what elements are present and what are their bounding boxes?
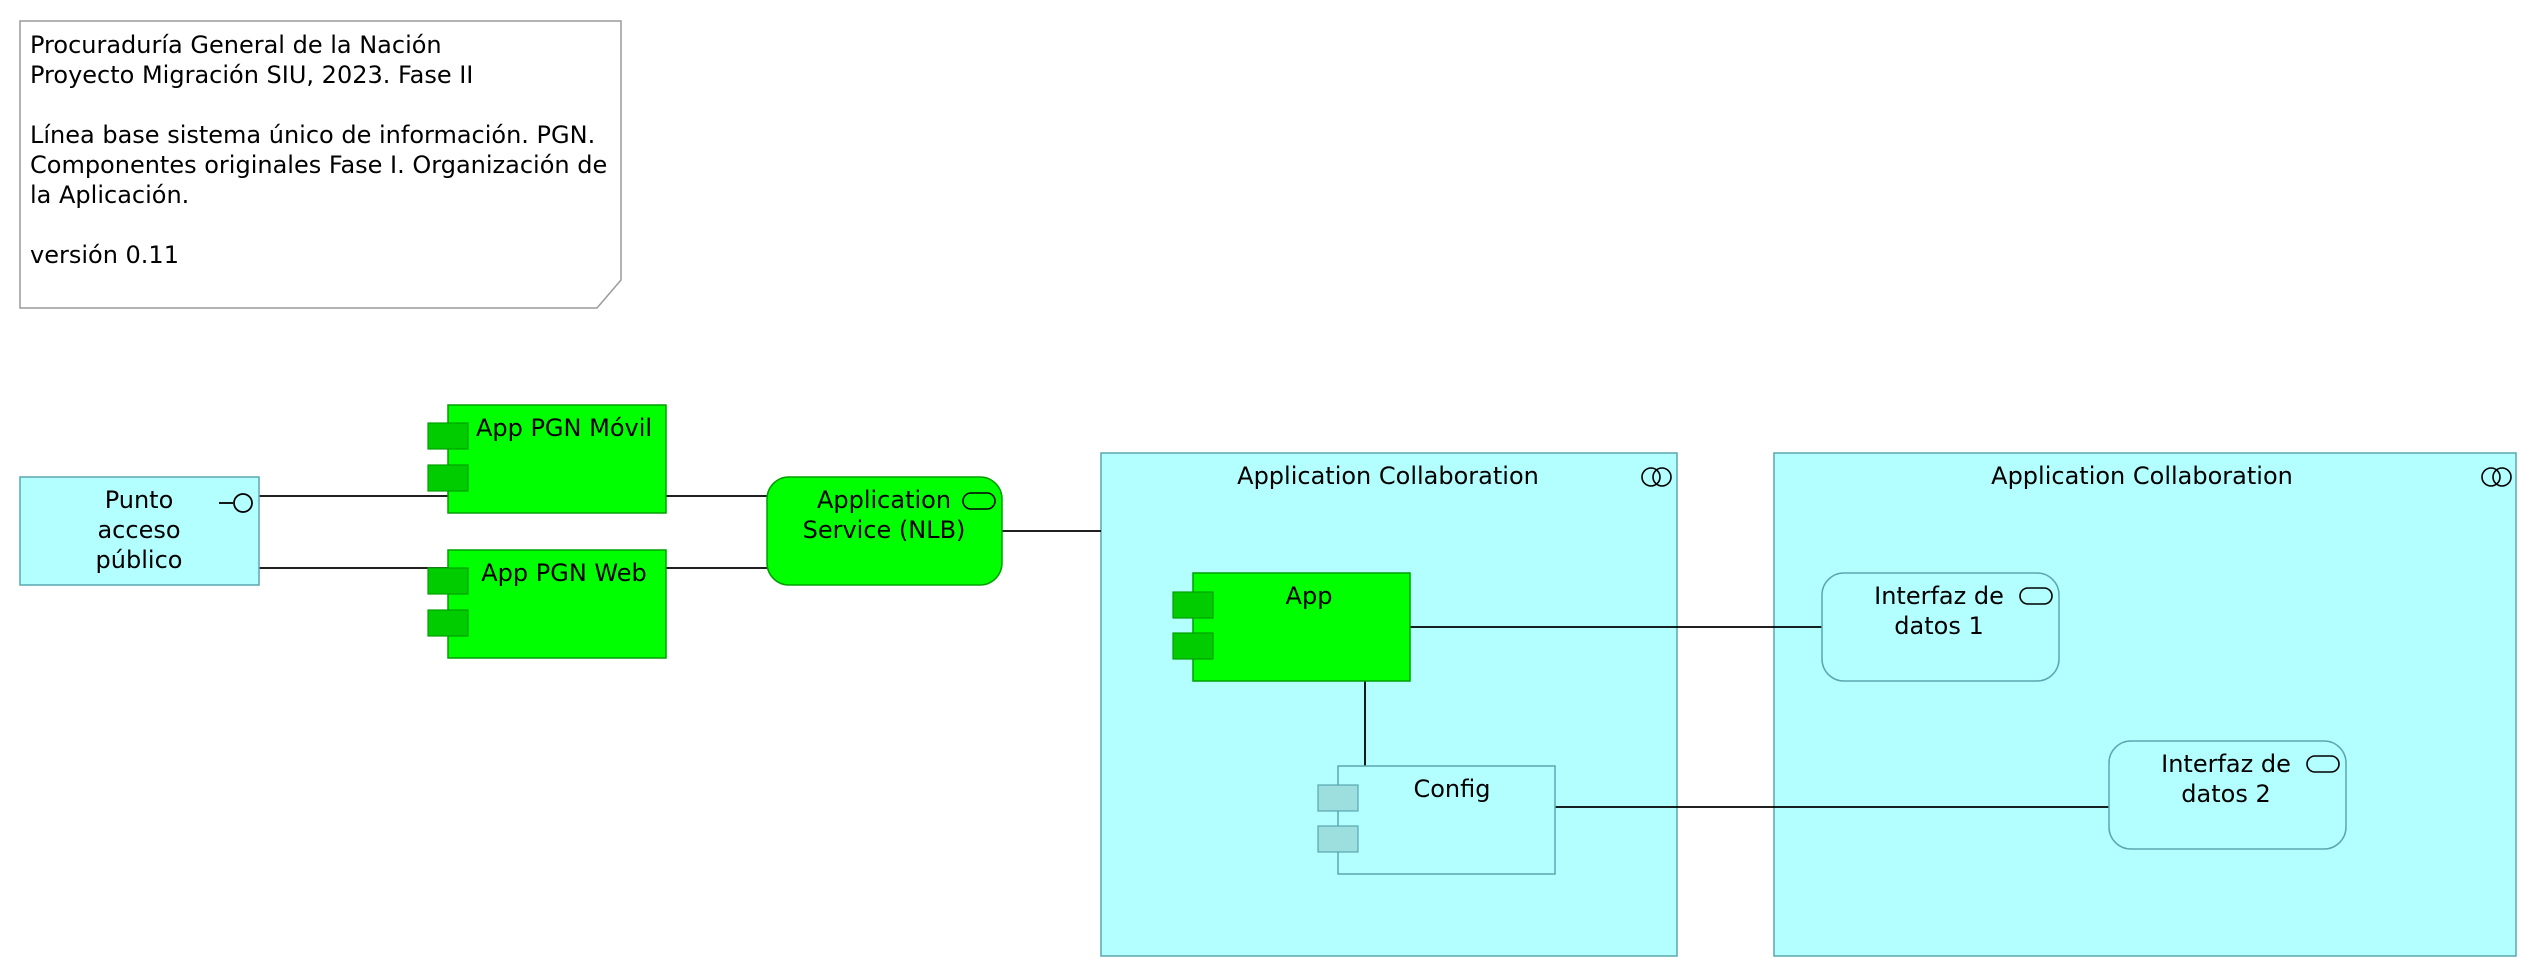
app-label: App [1286,582,1333,610]
punto-acceso-node[interactable]: Punto acceso público [19,476,260,586]
note-line: Línea base sistema único de información.… [30,121,595,149]
punto-acceso-label: público [96,546,183,574]
app-node[interactable]: App [1172,572,1411,682]
interfaz-datos-2-node[interactable]: Interfaz de datos 2 [2108,740,2347,850]
punto-acceso-label: acceso [97,516,180,544]
collaboration-icon [2481,467,2512,487]
note-line: versión 0.11 [30,241,179,269]
component-icon [427,567,469,637]
component-icon [1172,591,1214,660]
application-service-label: Application [817,486,951,514]
collab-left-node[interactable]: Application Collaboration [1100,452,1678,957]
interfaz-datos-2-label: Interfaz de [2161,750,2291,778]
application-service-label: Service (NLB) [803,516,966,544]
connections [259,495,2109,808]
note-line: Componentes originales Fase I. Organizac… [30,151,607,179]
component-icon [1317,784,1359,853]
punto-acceso-label: Punto [105,486,174,514]
config-node[interactable]: Config [1317,765,1556,875]
app-pgn-movil-label: App PGN Móvil [476,414,652,442]
interfaz-datos-1-node[interactable]: Interfaz de datos 1 [1821,572,2060,682]
note-line: Procuraduría General de la Nación [30,31,442,59]
diagram-note[interactable]: Procuraduría General de la Nación Proyec… [19,20,622,309]
service-icon [2019,587,2053,605]
interfaz-datos-2-label: datos 2 [2181,780,2270,808]
app-pgn-web-label: App PGN Web [481,559,647,587]
collab-right-node[interactable]: Application Collaboration [1773,452,2517,957]
app-pgn-movil-node[interactable]: App PGN Móvil [427,404,667,514]
interface-lollipop-icon [219,493,253,513]
note-line: Proyecto Migración SIU, 2023. Fase II [30,61,473,89]
service-icon [2306,755,2340,773]
collaboration-icon [1641,467,1672,487]
component-icon [427,422,469,492]
app-pgn-web-node[interactable]: App PGN Web [427,549,667,659]
interfaz-datos-1-label: Interfaz de [1874,582,2004,610]
collab-left-label: Application Collaboration [1237,462,1539,490]
config-label: Config [1413,775,1490,803]
collab-right-label: Application Collaboration [1991,462,2293,490]
interfaz-datos-1-label: datos 1 [1894,612,1983,640]
note-line: la Aplicación. [30,181,189,209]
service-icon [962,492,996,510]
application-service-node[interactable]: Application Service (NLB) [766,476,1003,586]
